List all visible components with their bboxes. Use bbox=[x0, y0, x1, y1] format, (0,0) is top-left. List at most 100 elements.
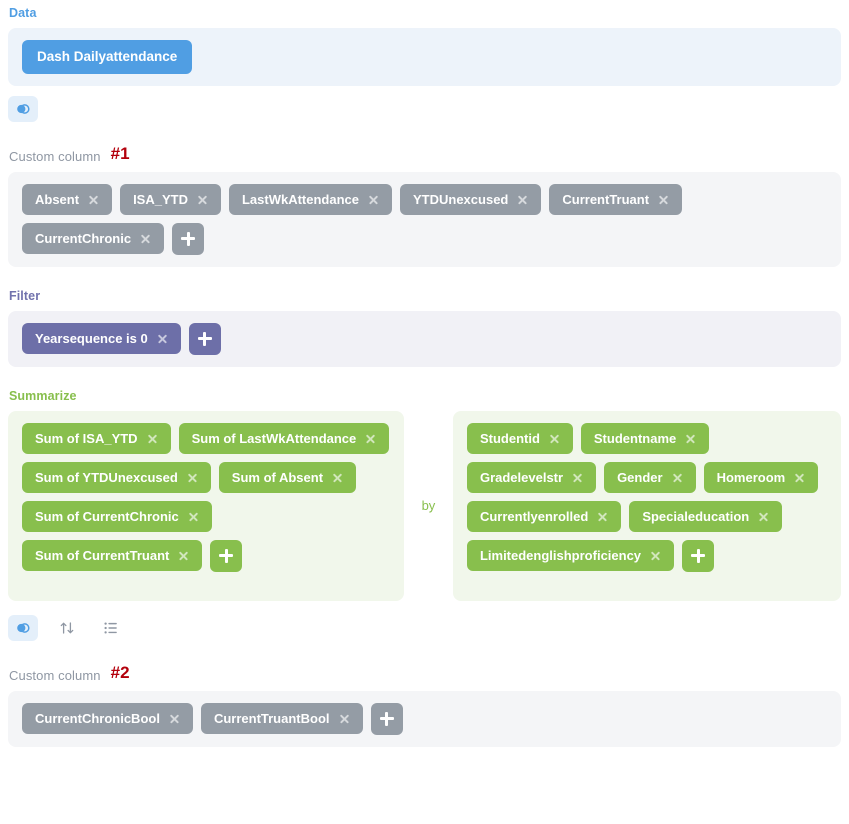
pill-label: CurrentChronicBool bbox=[35, 710, 160, 726]
pill-label: CurrentTruant bbox=[562, 191, 650, 207]
remove-icon[interactable] bbox=[368, 194, 379, 205]
pill-label: Studentname bbox=[593, 430, 677, 446]
custom-column-1-panel: Absent ISA_YTD LastWkAttendance YTDUnexc… bbox=[8, 171, 841, 267]
plus-icon bbox=[691, 548, 706, 563]
aggregation-pill[interactable]: Sum of YTDUnexcused bbox=[22, 461, 211, 493]
remove-icon[interactable] bbox=[147, 433, 158, 444]
summarize-preview-toggle-button[interactable] bbox=[8, 614, 38, 641]
custom-column-pill[interactable]: CurrentTruantBool bbox=[200, 702, 363, 734]
pill-label: Specialeducation bbox=[642, 508, 750, 524]
sort-button[interactable] bbox=[52, 615, 82, 641]
remove-icon[interactable] bbox=[157, 333, 168, 344]
remove-icon[interactable] bbox=[365, 433, 376, 444]
breakout-pill[interactable]: Limitedenglishproficiency bbox=[466, 539, 675, 571]
add-filter-button[interactable] bbox=[188, 322, 221, 355]
plus-icon bbox=[181, 231, 196, 246]
annotation-marker-2: #2 bbox=[110, 662, 130, 682]
pill-label: Homeroom bbox=[716, 469, 786, 485]
remove-icon[interactable] bbox=[187, 472, 198, 483]
plus-icon bbox=[197, 331, 212, 346]
breakout-pill[interactable]: Studentid bbox=[466, 422, 573, 454]
summarize-section-label: Summarize bbox=[9, 388, 77, 403]
remove-icon[interactable] bbox=[169, 713, 180, 724]
remove-icon[interactable] bbox=[178, 550, 189, 561]
step-actions-toolbar bbox=[8, 614, 841, 641]
pill-label: YTDUnexcused bbox=[413, 191, 509, 207]
pill-label: Absent bbox=[35, 191, 80, 207]
custom-column-pill[interactable]: YTDUnexcused bbox=[400, 183, 542, 215]
add-custom-column-button[interactable] bbox=[172, 222, 205, 255]
filter-pill[interactable]: Yearsequence is 0 bbox=[22, 322, 181, 354]
custom-column-1-header: Custom column #1 bbox=[8, 144, 841, 164]
data-section-panel: Dash Dailyattendance bbox=[8, 28, 841, 86]
data-section-label: Data bbox=[9, 6, 37, 20]
remove-icon[interactable] bbox=[597, 511, 608, 522]
add-breakout-button[interactable] bbox=[682, 539, 715, 572]
filter-section-label: Filter bbox=[9, 288, 41, 303]
add-aggregation-button[interactable] bbox=[210, 539, 243, 572]
data-source-pill[interactable]: Dash Dailyattendance bbox=[22, 40, 193, 74]
remove-icon[interactable] bbox=[758, 511, 769, 522]
remove-icon[interactable] bbox=[88, 194, 99, 205]
summarize-section: Sum of ISA_YTD Sum of LastWkAttendance S… bbox=[8, 410, 841, 601]
breakout-pill[interactable]: Specialeducation bbox=[629, 500, 783, 532]
pill-label: Sum of ISA_YTD bbox=[35, 430, 138, 446]
custom-column-1-label: Custom column bbox=[9, 148, 101, 164]
custom-column-pill[interactable]: CurrentChronicBool bbox=[22, 702, 193, 734]
pill-label: Gender bbox=[617, 469, 663, 485]
pill-label: Gradelevelstr bbox=[479, 469, 564, 485]
remove-icon[interactable] bbox=[650, 550, 661, 561]
aggregation-pill[interactable]: Sum of ISA_YTD bbox=[22, 422, 171, 454]
remove-icon[interactable] bbox=[672, 472, 683, 483]
breakout-pill[interactable]: Gender bbox=[604, 461, 696, 493]
pill-label: Sum of LastWkAttendance bbox=[191, 430, 357, 446]
breakout-pill[interactable]: Homeroom bbox=[703, 461, 819, 493]
plus-icon bbox=[219, 548, 234, 563]
aggregation-pill[interactable]: Sum of CurrentTruant bbox=[22, 539, 203, 571]
remove-icon[interactable] bbox=[794, 472, 805, 483]
remove-icon[interactable] bbox=[188, 511, 199, 522]
remove-icon[interactable] bbox=[197, 194, 208, 205]
custom-column-pill[interactable]: Absent bbox=[22, 183, 113, 215]
aggregation-pill[interactable]: Sum of LastWkAttendance bbox=[178, 422, 390, 454]
by-label: by bbox=[421, 498, 436, 513]
join-circles-icon bbox=[17, 622, 30, 633]
remove-icon[interactable] bbox=[517, 194, 528, 205]
data-source-pill-label: Dash Dailyattendance bbox=[37, 49, 178, 64]
breakout-pill[interactable]: Currentlyenrolled bbox=[466, 500, 622, 532]
pill-label: Sum of YTDUnexcused bbox=[35, 469, 178, 485]
remove-icon[interactable] bbox=[658, 194, 669, 205]
aggregation-pill[interactable]: Sum of CurrentChronic bbox=[22, 500, 212, 532]
remove-icon[interactable] bbox=[332, 472, 343, 483]
breakout-pill[interactable]: Studentname bbox=[580, 422, 710, 454]
remove-icon[interactable] bbox=[685, 433, 696, 444]
remove-icon[interactable] bbox=[140, 233, 151, 244]
pill-label: CurrentChronic bbox=[35, 230, 132, 246]
custom-column-pill[interactable]: ISA_YTD bbox=[120, 183, 221, 215]
breakouts-panel: Studentid Studentname Gradelevelstr Gend… bbox=[452, 410, 841, 601]
pill-label: CurrentTruantBool bbox=[213, 710, 330, 726]
pill-label: ISA_YTD bbox=[133, 191, 188, 207]
aggregation-pill[interactable]: Sum of Absent bbox=[218, 461, 357, 493]
pill-label: Yearsequence is 0 bbox=[35, 330, 148, 346]
aggregations-panel: Sum of ISA_YTD Sum of LastWkAttendance S… bbox=[8, 410, 404, 601]
custom-column-2-label: Custom column bbox=[9, 667, 101, 683]
custom-column-2-header: Custom column #2 bbox=[8, 663, 841, 683]
custom-column-pill[interactable]: CurrentTruant bbox=[549, 183, 683, 215]
remove-icon[interactable] bbox=[572, 472, 583, 483]
custom-column-pill[interactable]: LastWkAttendance bbox=[228, 183, 392, 215]
add-custom-column-button[interactable] bbox=[370, 702, 403, 735]
custom-column-pill[interactable]: CurrentChronic bbox=[22, 222, 165, 254]
pill-label: Sum of CurrentChronic bbox=[35, 508, 179, 524]
pill-label: Sum of CurrentTruant bbox=[35, 547, 170, 563]
filter-section-panel: Yearsequence is 0 bbox=[8, 310, 841, 367]
row-limit-button[interactable] bbox=[96, 615, 126, 641]
remove-icon[interactable] bbox=[549, 433, 560, 444]
remove-icon[interactable] bbox=[339, 713, 350, 724]
pill-label: Currentlyenrolled bbox=[479, 508, 589, 524]
row-limit-list-icon bbox=[104, 621, 117, 634]
breakout-pill[interactable]: Gradelevelstr bbox=[466, 461, 597, 493]
plus-icon bbox=[379, 711, 394, 726]
data-preview-toggle-button[interactable] bbox=[8, 95, 38, 122]
